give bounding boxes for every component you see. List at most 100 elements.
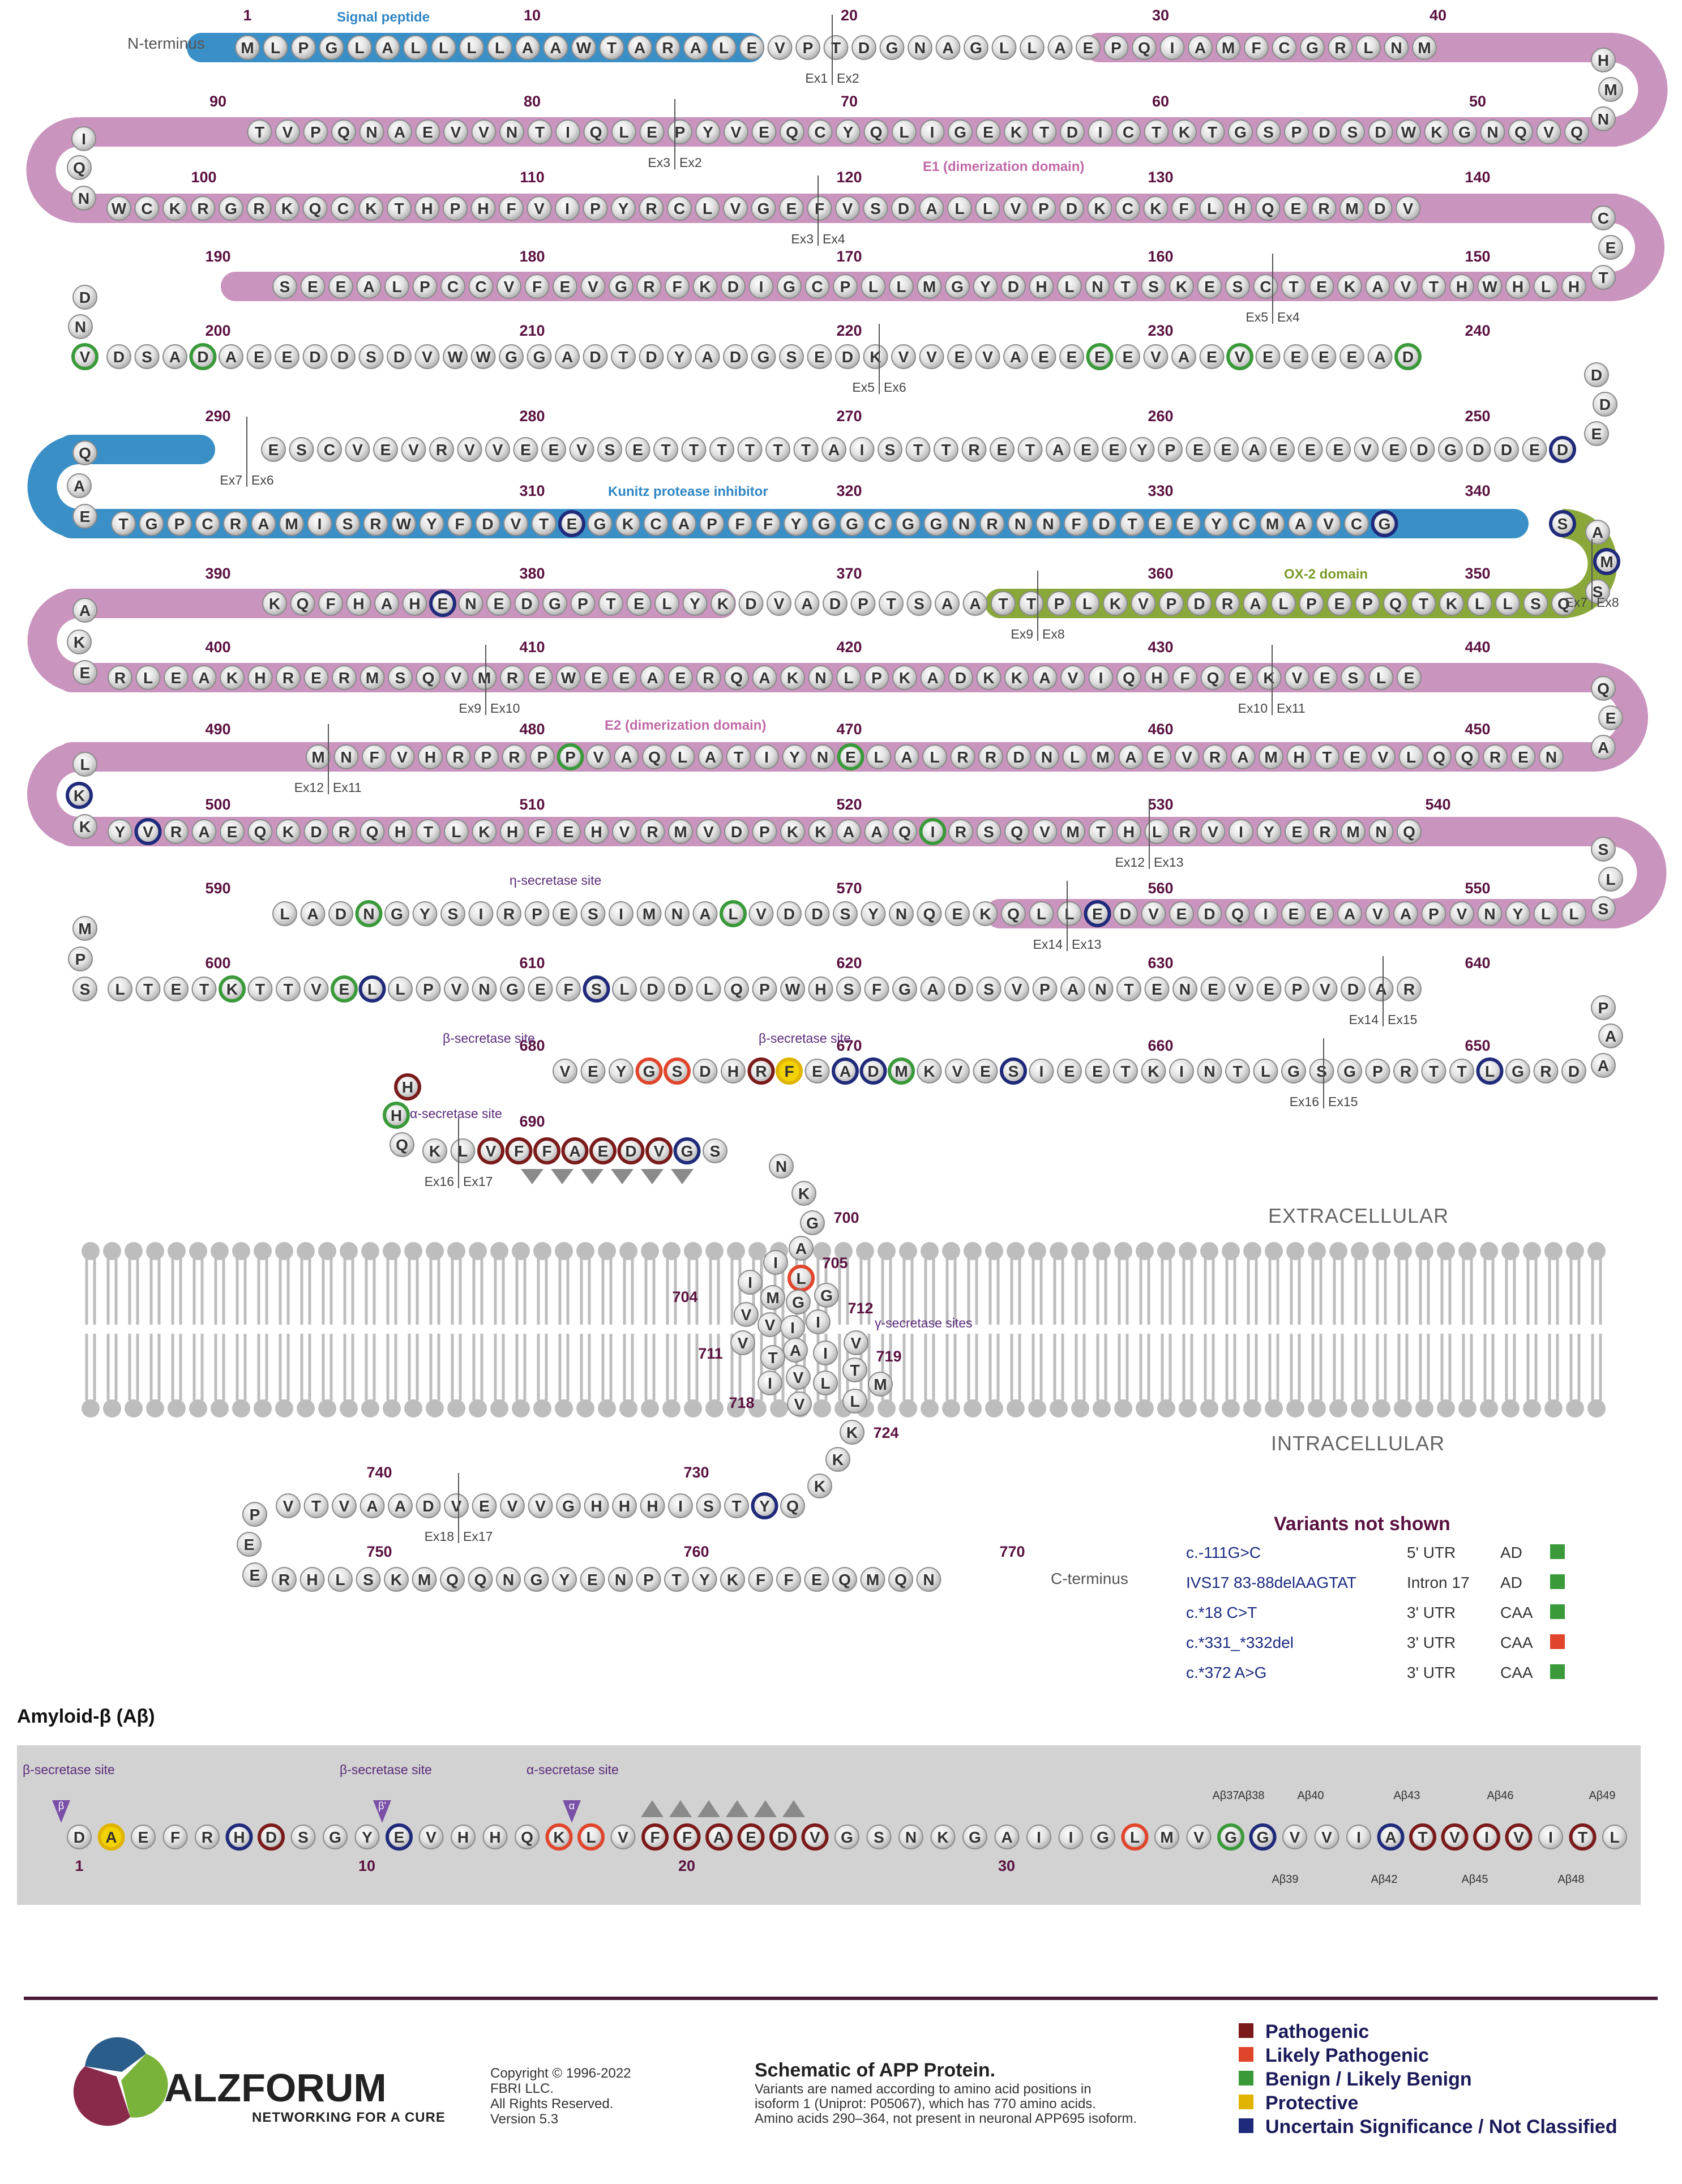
residue-418[interactable]: R — [696, 665, 721, 690]
residue-105[interactable]: Q — [302, 196, 328, 221]
residue-377[interactable]: K — [711, 591, 735, 616]
residue-463[interactable]: M — [1090, 744, 1115, 769]
residue-199[interactable]: S — [134, 344, 160, 369]
residue-13[interactable]: W — [571, 35, 596, 60]
residue-394[interactable]: A — [72, 598, 97, 623]
abeta-residue-48[interactable]: T — [1569, 1823, 1597, 1851]
residue-238[interactable]: V — [1226, 343, 1253, 370]
residue-73[interactable]: Y — [836, 119, 861, 144]
residue-6[interactable]: A — [375, 35, 400, 60]
residue-18[interactable]: L — [711, 35, 737, 60]
residue-50[interactable]: N — [1480, 119, 1505, 144]
residue-508[interactable]: K — [472, 819, 497, 844]
residue-493[interactable]: K — [66, 782, 93, 809]
residue-560[interactable]: V — [1141, 901, 1166, 926]
residue-150[interactable]: H — [1505, 274, 1530, 299]
residue-69[interactable]: G — [948, 119, 973, 144]
residue-374[interactable]: A — [794, 591, 820, 616]
residue-430[interactable]: A — [1032, 665, 1058, 690]
residue-439[interactable]: V — [1285, 665, 1309, 690]
residue-450[interactable]: Q — [1454, 744, 1480, 769]
residue-441[interactable]: S — [1341, 665, 1366, 690]
residue-569[interactable]: N — [889, 901, 914, 926]
residue-524[interactable]: I — [919, 818, 947, 845]
residue-597[interactable]: E — [164, 977, 189, 1001]
abeta-residue-25[interactable]: G — [834, 1825, 859, 1849]
residue-756[interactable]: R — [272, 1567, 297, 1592]
residue-578[interactable]: M — [636, 901, 662, 926]
abeta-residue-33[interactable]: G — [1090, 1825, 1115, 1849]
residue-206[interactable]: D — [331, 344, 356, 369]
residue-661[interactable]: T — [1113, 1059, 1138, 1084]
residue-221[interactable]: G — [751, 344, 776, 369]
abeta-residue-4[interactable]: F — [162, 1825, 188, 1849]
residue-764[interactable]: N — [496, 1567, 521, 1592]
residue-538[interactable]: R — [1312, 819, 1338, 844]
residue-152[interactable]: H — [1449, 274, 1474, 299]
abeta-residue-2[interactable]: A — [97, 1823, 125, 1851]
residue-613[interactable]: L — [612, 977, 637, 1001]
residue-263[interactable]: E — [1214, 437, 1239, 462]
residue-644[interactable]: A — [1591, 1053, 1616, 1078]
residue-504[interactable]: Q — [359, 819, 385, 844]
residue-573[interactable]: D — [777, 901, 802, 926]
residue-329[interactable]: F — [1064, 511, 1089, 536]
residue-425[interactable]: K — [892, 665, 917, 690]
residue-79[interactable]: P — [667, 119, 692, 144]
residue-287[interactable]: E — [541, 437, 566, 462]
residue-505[interactable]: H — [388, 819, 413, 844]
residue-721[interactable]: L — [842, 1389, 867, 1414]
residue-774[interactable]: F — [776, 1567, 801, 1592]
residue-144[interactable]: V — [1396, 196, 1420, 221]
residue-763[interactable]: Q — [468, 1567, 493, 1592]
residue-759[interactable]: S — [356, 1567, 381, 1592]
residue-708[interactable]: I — [780, 1315, 805, 1340]
residue-72[interactable]: Q — [863, 119, 889, 144]
abeta-residue-15[interactable]: Q — [515, 1825, 540, 1849]
residue-356[interactable]: P — [1299, 591, 1324, 616]
residue-378[interactable]: Y — [682, 591, 708, 616]
residue-665[interactable]: S — [1000, 1057, 1027, 1085]
residue-370[interactable]: S — [906, 591, 932, 616]
residue-322[interactable]: C — [867, 511, 893, 536]
residue-474[interactable]: Y — [782, 744, 807, 769]
residue-626[interactable]: S — [976, 977, 1002, 1001]
residue-747[interactable]: D — [416, 1493, 441, 1518]
abeta-residue-6[interactable]: H — [225, 1823, 253, 1851]
residue-654[interactable]: S — [1309, 1059, 1334, 1084]
residue-103[interactable]: R — [246, 196, 272, 221]
residue-405[interactable]: R — [332, 665, 357, 690]
residue-658[interactable]: N — [1197, 1059, 1222, 1084]
residue-621[interactable]: S — [836, 977, 861, 1001]
abeta-residue-46[interactable]: V — [1505, 1823, 1533, 1851]
residue-118[interactable]: C — [667, 196, 692, 221]
residue-499[interactable]: E — [220, 819, 245, 844]
residue-301[interactable]: M — [279, 511, 304, 536]
residue-766[interactable]: Y — [552, 1567, 577, 1592]
residue-308[interactable]: D — [475, 511, 500, 536]
residue-282[interactable]: T — [681, 437, 707, 462]
residue-132[interactable]: D — [1059, 196, 1084, 221]
residue-184[interactable]: E — [553, 274, 577, 299]
residue-278[interactable]: T — [793, 437, 819, 462]
abeta-residue-18[interactable]: V — [610, 1825, 636, 1849]
residue-618[interactable]: P — [752, 977, 777, 1001]
residue-92[interactable]: P — [303, 119, 328, 144]
residue-609[interactable]: G — [500, 977, 525, 1001]
residue-376[interactable]: D — [738, 591, 764, 616]
residue-692[interactable]: D — [617, 1137, 645, 1164]
residue-261[interactable]: E — [1270, 437, 1295, 462]
residue-442[interactable]: L — [1368, 665, 1394, 690]
residue-471[interactable]: L — [866, 744, 891, 769]
residue-673[interactable]: F — [776, 1057, 803, 1085]
residue-411[interactable]: R — [500, 665, 525, 690]
residue-360[interactable]: D — [1187, 591, 1212, 616]
residue-102[interactable]: G — [219, 196, 243, 221]
residue-688[interactable]: F — [505, 1137, 533, 1164]
residue-313[interactable]: K — [615, 511, 640, 536]
residue-159[interactable]: C — [1253, 274, 1278, 299]
residue-657[interactable]: T — [1225, 1059, 1250, 1084]
residue-74[interactable]: C — [807, 119, 833, 144]
residue-412[interactable]: E — [528, 665, 553, 690]
residue-503[interactable]: R — [332, 819, 357, 844]
